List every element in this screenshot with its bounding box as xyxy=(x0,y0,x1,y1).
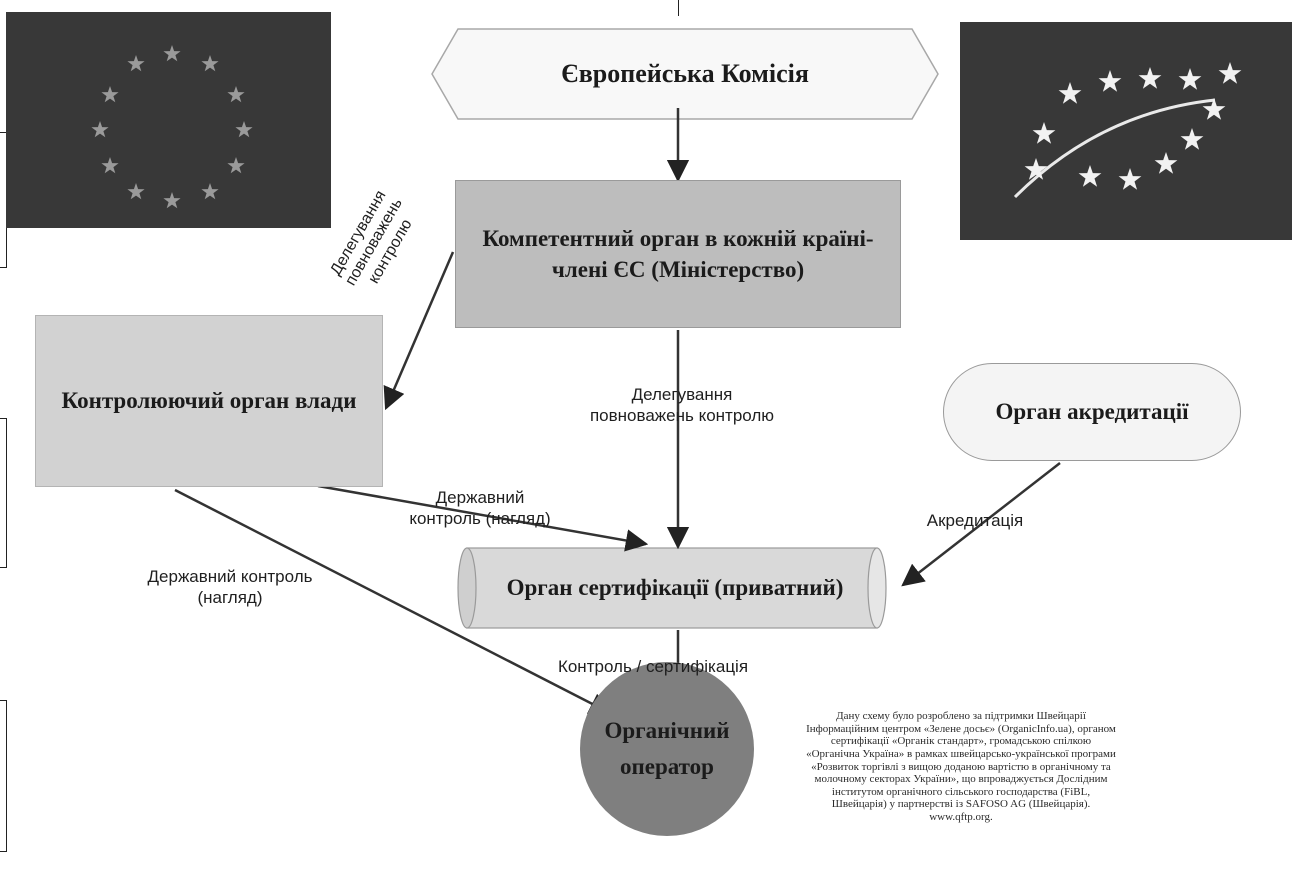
eu-flag-image xyxy=(6,12,331,228)
top-separator xyxy=(678,0,679,16)
node-european-commission-label: Європейська Комісія xyxy=(561,59,809,88)
left-edge-frame-3 xyxy=(0,700,7,852)
node-control-authority: Контролюючий орган влади xyxy=(35,315,383,487)
label-accreditation: Акредитація xyxy=(926,511,1024,530)
eu-organic-logo-leaf xyxy=(1013,62,1242,199)
eu-flag-stars xyxy=(91,45,253,209)
credits-text: Дану схему було розроблено за підтримки … xyxy=(806,710,1116,824)
node-european-commission: Європейська Комісія xyxy=(432,27,938,121)
node-accreditation-body-label: Орган акредитації xyxy=(995,399,1189,424)
node-competent-authority: Компетентний орган в кожній країні-члені… xyxy=(455,180,901,328)
node-certification-body: Орган сертифікації (приватний) xyxy=(465,548,885,628)
arrow-competent-to-control xyxy=(383,251,455,411)
label-delegation-center: Делегування повноважень контролю xyxy=(589,385,775,426)
node-control-authority-label: Контролюючий орган влади xyxy=(61,388,357,413)
label-control-certification: Контроль / сертифікація xyxy=(557,657,749,676)
node-competent-authority-label: Компетентний орган в кожній країні-члені… xyxy=(482,225,874,282)
eu-organic-logo-image xyxy=(960,22,1292,240)
node-organic-operator: Органічний оператор xyxy=(580,662,754,836)
left-edge-frame-2 xyxy=(0,418,7,568)
node-certification-body-label: Орган сертифікації (приватний) xyxy=(506,575,844,600)
label-state-control-lower: Державний контроль (нагляд) xyxy=(147,567,313,608)
label-state-control-upper: Державний контроль (нагляд) xyxy=(409,488,551,529)
node-accreditation-body: Орган акредитації xyxy=(943,363,1241,461)
node-organic-operator-label: Органічний оператор xyxy=(604,718,730,779)
